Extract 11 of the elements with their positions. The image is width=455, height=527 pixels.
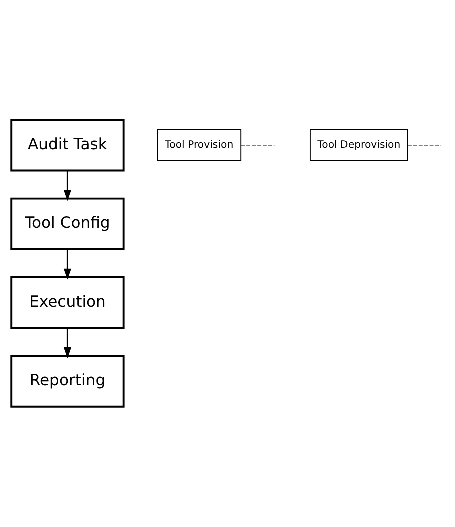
node-box: Tool Provision — [157, 129, 242, 162]
arrow — [64, 328, 72, 358]
node-box: Tool Deprovision — [310, 129, 408, 162]
connector — [240, 145, 276, 146]
node-box: Reporting — [10, 355, 125, 408]
node-box: Audit Task — [10, 119, 125, 172]
arrow — [64, 170, 72, 202]
node-box: Execution — [10, 276, 125, 330]
arrow — [64, 250, 72, 280]
connector — [408, 145, 442, 146]
node-box: Tool Config — [10, 198, 125, 250]
